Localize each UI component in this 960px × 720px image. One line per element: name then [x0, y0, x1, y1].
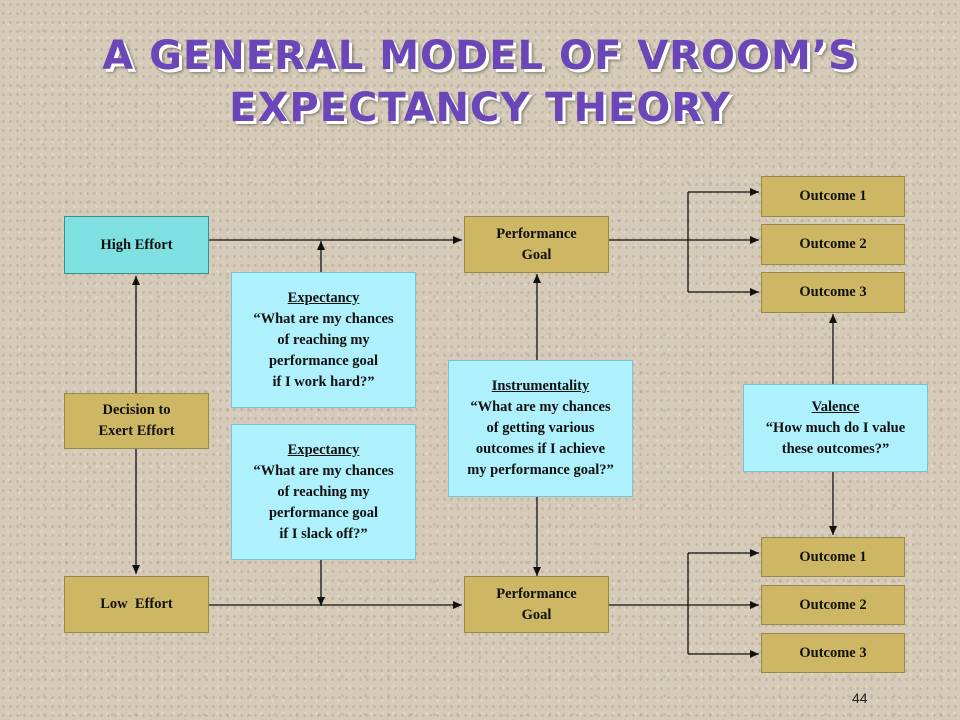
outcome-top-3-box: Outcome 3: [761, 272, 905, 313]
performance-goal-bottom-box: Performance Goal: [464, 576, 609, 633]
high-effort-box: High Effort: [64, 216, 209, 274]
outcome-bottom-3-label: Outcome 3: [799, 644, 867, 661]
outcome-top-2-label: Outcome 2: [799, 236, 867, 252]
performance-goal-top-line-2: Goal: [521, 246, 552, 263]
expectancy-hard-heading: Expectancy: [287, 289, 360, 306]
instrumentality-heading: Instrumentality: [491, 378, 590, 394]
outcome-top-1-label: Outcome 1: [799, 188, 867, 204]
expectancy-hard-box: Expectancy “What are my chances of reach…: [231, 272, 416, 408]
page-number: 44: [852, 690, 868, 706]
outcome-top-1-box: Outcome 1: [761, 176, 905, 217]
instrumentality-line-4: my performance goal?”: [467, 462, 614, 478]
expectancy-hard-line-4: if I work hard?”: [272, 373, 375, 390]
decision-line-1: Decision to: [102, 402, 171, 418]
low-effort-box: Low Effort: [64, 576, 209, 633]
outcome-bottom-1-box: Outcome 1: [761, 537, 905, 577]
instrumentality-line-1: “What are my chances: [470, 399, 611, 415]
expectancy-hard-line-1: “What are my chances: [253, 310, 394, 327]
performance-goal-bottom-line-2: Goal: [521, 606, 552, 623]
instrumentality-line-2: of getting various: [486, 420, 595, 436]
instrumentality-line-3: outcomes if I achieve: [475, 441, 606, 457]
title-line-2: EXPECTANCY THEORY: [229, 85, 731, 131]
outcome-bottom-2-label: Outcome 2: [799, 596, 867, 613]
high-effort-label: High Effort: [100, 236, 173, 253]
outcome-bottom-3-box: Outcome 3: [761, 633, 905, 673]
expectancy-slack-box: Expectancy “What are my chances of reach…: [231, 424, 416, 560]
slide-title: A GENERAL MODEL OF VROOM’S EXPECTANCY TH…: [0, 30, 960, 134]
decision-box: Decision to Exert Effort: [64, 393, 209, 449]
outcome-bottom-2-box: Outcome 2: [761, 585, 905, 625]
expectancy-hard-line-3: performance goal: [268, 352, 379, 369]
expectancy-slack-line-4: if I slack off?”: [279, 525, 368, 542]
performance-goal-top-box: Performance Goal: [464, 216, 609, 273]
valence-line-1: “How much do I value: [765, 419, 906, 436]
valence-box: Valence “How much do I value these outco…: [743, 384, 928, 472]
valence-heading: Valence: [811, 398, 860, 415]
instrumentality-box: Instrumentality “What are my chances of …: [448, 360, 633, 497]
performance-goal-top-line-1: Performance: [496, 225, 577, 242]
expectancy-slack-heading: Expectancy: [287, 441, 360, 458]
outcome-top-2-box: Outcome 2: [761, 224, 905, 265]
expectancy-slack-line-1: “What are my chances: [253, 462, 394, 479]
decision-line-2: Exert Effort: [98, 423, 175, 439]
outcome-bottom-1-label: Outcome 1: [799, 548, 867, 565]
expectancy-slack-line-2: of reaching my: [277, 483, 370, 500]
title-line-1: A GENERAL MODEL OF VROOM’S: [102, 33, 858, 79]
expectancy-slack-line-3: performance goal: [268, 504, 379, 521]
low-effort-label: Low Effort: [100, 596, 173, 612]
outcome-top-3-label: Outcome 3: [799, 284, 867, 300]
expectancy-hard-line-2: of reaching my: [277, 331, 370, 348]
valence-line-2: these outcomes?”: [781, 440, 890, 457]
performance-goal-bottom-line-1: Performance: [496, 585, 577, 602]
